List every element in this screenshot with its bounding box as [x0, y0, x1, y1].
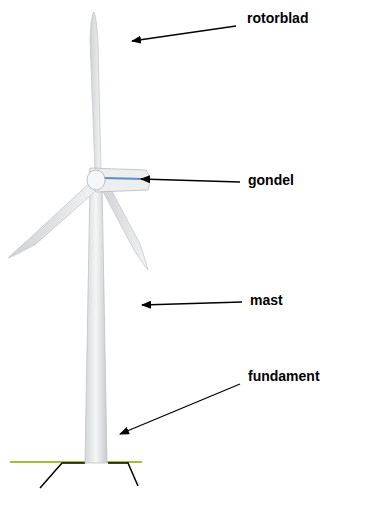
- part-label: gondel: [248, 172, 294, 188]
- foundation-outline: [108, 463, 138, 486]
- tower: [85, 182, 107, 463]
- rotor-hub: [87, 170, 105, 190]
- part-label: rotorblad: [247, 10, 308, 26]
- leader-arrow: [120, 384, 240, 434]
- rotor-blade: [8, 180, 99, 258]
- rotor-blade: [100, 180, 148, 270]
- leader-arrow: [142, 302, 242, 305]
- part-label: fundament: [248, 368, 320, 384]
- rotor-blade: [90, 12, 101, 170]
- part-label: mast: [250, 292, 283, 308]
- nacelle-stripe: [104, 178, 144, 179]
- foundation-outline: [40, 463, 85, 488]
- leader-arrow: [132, 26, 236, 41]
- leader-arrow: [141, 179, 240, 182]
